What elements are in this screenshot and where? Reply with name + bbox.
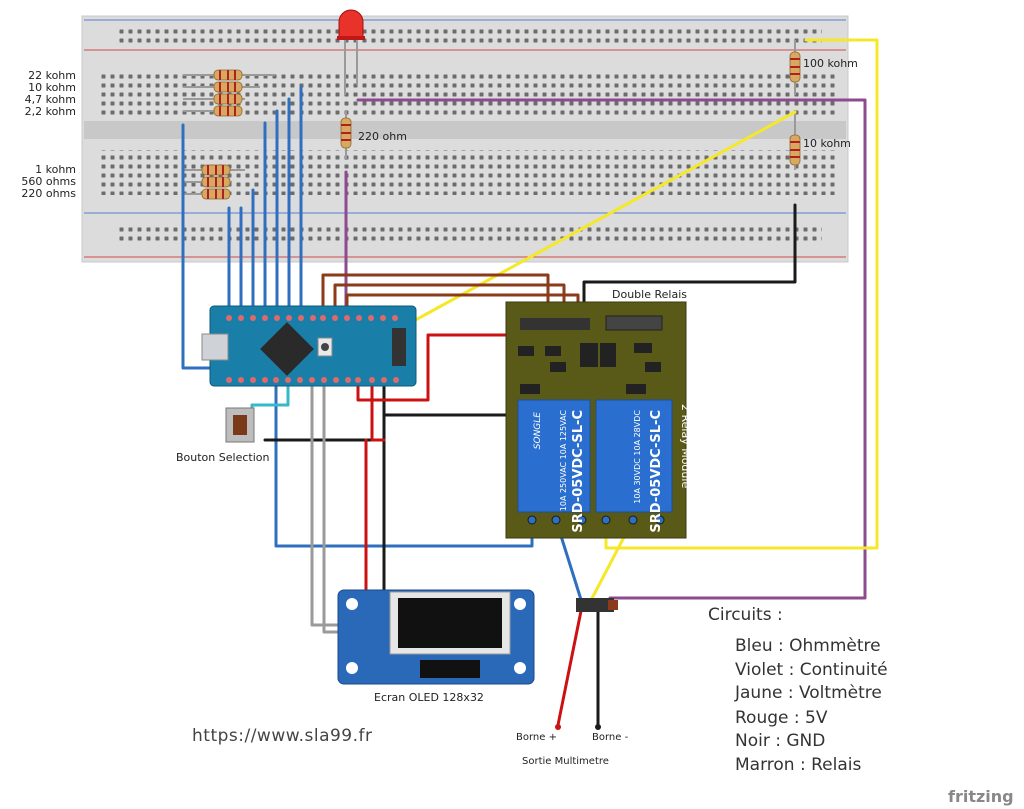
relay-spec-a: 10A 250VAC 10A 125VAC xyxy=(559,410,568,512)
label-2k2: 2,2 kohm xyxy=(25,105,76,118)
borne-minus-label: Borne - xyxy=(592,732,629,743)
legend-item-blue: Bleu : Ohmmètre xyxy=(735,636,881,656)
led-red xyxy=(337,9,365,95)
sortie-label: Sortie Multimetre xyxy=(522,756,609,767)
button-label: Bouton Selection xyxy=(176,451,269,464)
resistor-divider xyxy=(789,40,801,170)
relay-title: Double Relais xyxy=(612,288,687,301)
wires-violet xyxy=(344,98,867,600)
resistor-labels: 22 kohm 10 kohm 4,7 kohm 2,2 kohm 1 kohm… xyxy=(21,57,858,200)
relay-brand: SONGLE xyxy=(533,412,543,450)
label-100k: 100 kohm xyxy=(803,57,858,70)
borne-plus-label: Borne + xyxy=(516,732,557,743)
oled-display xyxy=(337,589,535,685)
website-url: https://www.sla99.fr xyxy=(192,726,373,746)
legend-item-yellow: Jaune : Voltmètre xyxy=(734,683,882,703)
resistor-220-led xyxy=(340,110,352,160)
breadboard xyxy=(81,15,849,263)
label-1k: 1 kohm xyxy=(35,163,76,176)
legend: Circuits : Bleu : Ohmmètre Violet : Cont… xyxy=(708,605,888,775)
legend-item-red: Rouge : 5V xyxy=(735,708,828,728)
push-button xyxy=(225,407,255,443)
label-220-led: 220 ohm xyxy=(358,130,407,143)
relay-spec-b: 10A 30VDC 10A 28VDC xyxy=(633,410,642,504)
label-220: 220 ohms xyxy=(21,187,76,200)
resistor-bank-top xyxy=(183,69,275,117)
fritzing-watermark: fritzing xyxy=(948,787,1014,806)
label-4k7: 4,7 kohm xyxy=(25,93,76,106)
oled-label: Ecran OLED 128x32 xyxy=(374,691,484,704)
legend-item-black: Noir : GND xyxy=(735,731,825,751)
relay-module: 2 Relay Module xyxy=(679,404,692,488)
label-10k-div: 10 kohm xyxy=(803,137,851,150)
legend-item-brown: Marron : Relais xyxy=(735,755,861,775)
relay-board: Double Relais SRD-05VDC-SL-C SRD-05VDC-S… xyxy=(505,288,692,539)
relay-1-model: SRD-05VDC-SL-C xyxy=(571,410,586,533)
label-22k: 22 kohm xyxy=(28,69,76,82)
label-560: 560 ohms xyxy=(21,175,76,188)
legend-item-violet: Violet : Continuité xyxy=(735,660,888,680)
arduino-nano xyxy=(201,305,417,387)
legend-title: Circuits : xyxy=(708,605,783,625)
output-connector xyxy=(555,598,618,730)
relay-2-model: SRD-05VDC-SL-C xyxy=(649,410,664,533)
resistor-bank-bottom xyxy=(183,164,245,200)
label-10k: 10 kohm xyxy=(28,81,76,94)
